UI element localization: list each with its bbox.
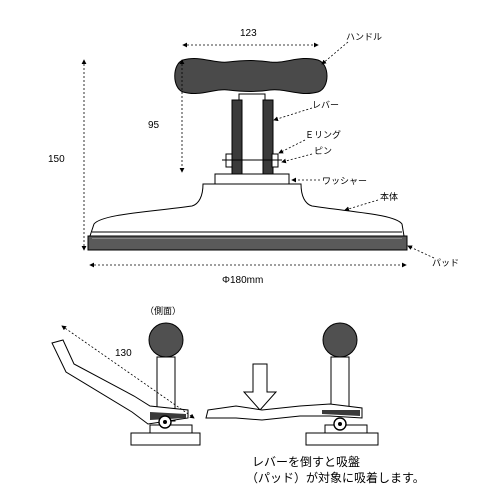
label-side-view: （側面）: [145, 305, 181, 317]
side-view-lever-up: （側面） 130: [51, 305, 201, 446]
knob-left: [148, 322, 184, 358]
dim-total-height: 150: [48, 154, 65, 165]
dim-handle-width: 123: [240, 28, 257, 39]
label-e-ring: Ｅリング: [305, 129, 341, 141]
side-view-lever-down: [205, 322, 379, 446]
label-washer: ワッシャー: [322, 177, 367, 187]
label-handle: ハンドル: [346, 33, 382, 43]
washer: [214, 173, 290, 185]
dim-lever-length: 130: [115, 348, 132, 359]
caption-line-2: （パッド）が対象に吸着します。: [246, 470, 425, 485]
label-pad: パッド: [432, 258, 459, 269]
dim-stem-height: 95: [148, 120, 160, 131]
center-shaft: [238, 93, 266, 175]
dim-pad-diameter: Φ180mm: [222, 275, 263, 286]
caption-line-1: レバーを倒すと吸盤: [252, 455, 360, 469]
lever-plate-left: [231, 99, 243, 175]
body: [89, 183, 405, 237]
lever-lowered: [205, 403, 363, 421]
label-pin: ピン: [314, 146, 332, 157]
action-arrow: [242, 363, 278, 411]
pad: [87, 235, 408, 251]
label-lever: レバー: [312, 100, 339, 111]
knob-right: [322, 322, 358, 358]
side-base-right: [305, 432, 379, 446]
handle-grip: [174, 57, 328, 95]
label-body: 本体: [380, 191, 398, 203]
down-arrow-icon: [242, 363, 278, 411]
side-base-left: [130, 432, 201, 446]
front-view: 123 95 150 Φ180mm ハンドル レバー Ｅリング ピン ワッシャー…: [48, 28, 459, 286]
